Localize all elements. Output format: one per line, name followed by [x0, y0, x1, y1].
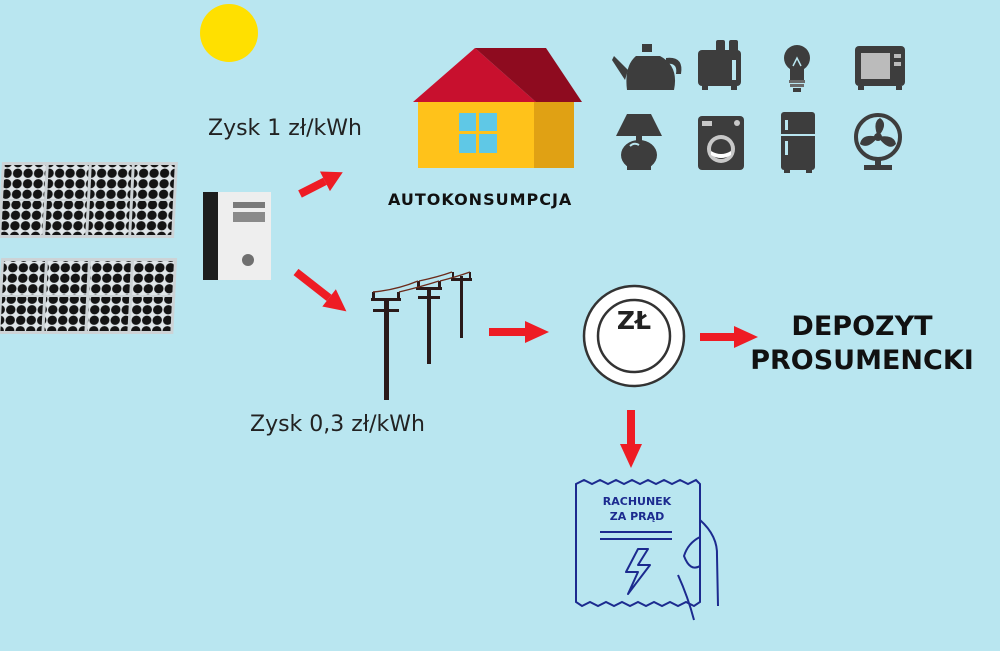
fridge-icon: [781, 112, 815, 173]
house-icon: [413, 48, 582, 168]
bill-line-2: ZA PRĄD: [609, 510, 665, 523]
grid-gain-label: Zysk 0,3 zł/kWh: [250, 412, 425, 437]
sun-icon: [200, 4, 258, 62]
autoconsumption-gain-label: Zysk 1 zł/kWh: [208, 116, 362, 141]
lightbulb-icon: [784, 45, 810, 92]
washing-machine-icon: [698, 116, 744, 170]
power-line: [372, 271, 471, 293]
arrow-to-grid: [293, 268, 347, 312]
arrow-to-house: [298, 171, 343, 198]
autoconsumption-label: AUTOKONSUMPCJA: [388, 190, 573, 209]
solar-panel-icon: [0, 162, 178, 334]
coin-icon: [582, 284, 686, 388]
currency-label: ZŁ: [616, 306, 652, 335]
toaster-icon: [698, 40, 741, 90]
bill-line-1: RACHUNEK: [602, 495, 672, 508]
power-pole-icon: [371, 272, 472, 400]
lamp-icon: [616, 114, 662, 170]
kettle-icon: [612, 44, 682, 90]
fan-icon: [854, 113, 902, 170]
flow-arrows: [293, 171, 758, 468]
arrow-to-coin: [489, 321, 549, 343]
prosumer-deposit-label: DEPOZYT PROSUMENCKI: [736, 310, 988, 378]
microwave-icon: [855, 46, 905, 90]
arrow-to-deposit: [700, 326, 758, 348]
deposit-line-1: DEPOZYT: [791, 311, 933, 342]
deposit-line-2: PROSUMENCKI: [750, 345, 974, 376]
electricity-bill-icon: [575, 478, 719, 621]
arrow-to-bill: [620, 410, 642, 468]
bill-title: RACHUNEK ZA PRĄD: [578, 494, 696, 524]
inverter-icon: [203, 192, 271, 280]
